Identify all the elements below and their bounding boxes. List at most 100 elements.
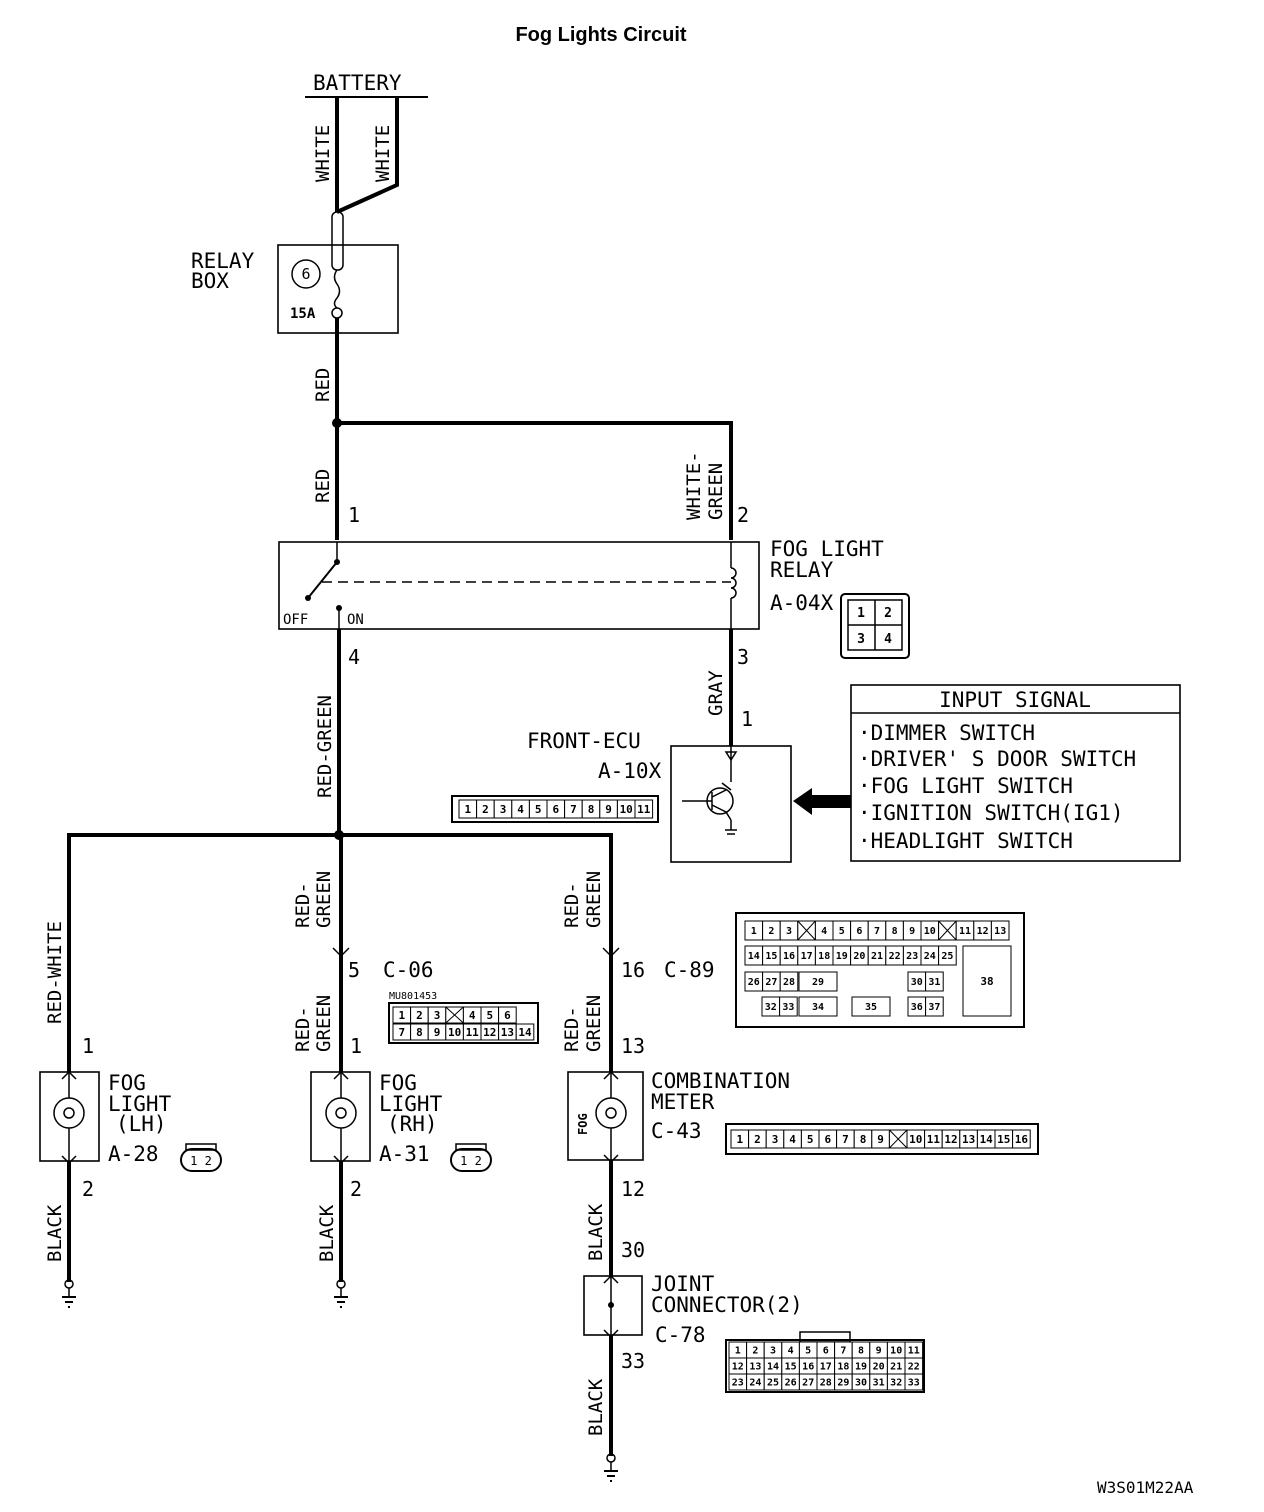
c89-pin-label: 22 [889,951,901,962]
relay-pin-4: 4 [348,645,360,669]
c43-pin-label: 12 [944,1133,957,1146]
relay-pin-2: 2 [737,503,749,527]
c43-blank-cell [889,1129,908,1149]
c43-pin-label: 3 [772,1133,779,1146]
c43-pin-label: 13 [962,1133,975,1146]
c78-pin-label: 14 [767,1362,779,1373]
c06-pin: 5 [348,958,360,982]
fog-rh-label-1: FOG [379,1071,417,1095]
c89-pin-label: 5 [839,926,845,937]
battery-wire-left: WHITE [312,125,334,182]
c89-blank-cell [938,920,957,941]
battery: BATTERY WHITE WHITE [305,71,428,214]
c89-pin-label: 33 [782,1002,794,1013]
c89-cell [798,971,838,992]
a28-plug-icon: 1 2 [180,1143,222,1172]
c43-pin-label: 15 [997,1133,1010,1146]
c06-pin-label: 14 [518,1026,532,1039]
c89-pin-label: 3 [786,926,792,937]
svg-text:RED-: RED- [292,1006,314,1052]
a10x-pin-label: 2 [482,803,489,816]
c78-pin-label: 6 [823,1346,829,1357]
c78-pin-label: 8 [858,1346,864,1357]
joint-pin-out: 33 [621,1349,645,1373]
fog-relay-connector-face: 1 2 3 4 [840,593,910,659]
fog-light-lh: FOG LIGHT (LH) A-28 1 2 2 BLACK [39,1071,222,1308]
c06-pin-label: 1 [398,1009,405,1022]
c89-pin-label: 10 [924,926,936,937]
a10x-cell [634,799,654,819]
fog-lh-connector-code: A-28 [108,1142,159,1166]
meter-connector-code: C-43 [651,1119,702,1143]
c89-pin-label: 17 [801,951,813,962]
c43-pin-label: 6 [824,1133,831,1146]
battery-wire-right: WHITE [372,125,394,182]
c89-pin-label: 25 [941,951,953,962]
c89-pin-label: 9 [909,926,915,937]
c78-pin-label: 29 [837,1378,849,1389]
a31-plug-icon: 1 2 [450,1143,492,1172]
c78-pin-label: 2 [752,1346,758,1357]
c78-pin-label: 15 [785,1362,797,1373]
c89-pin-label: 13 [994,926,1006,937]
fog-lh-label-3: (LH) [116,1112,167,1136]
input-signal-item: ·DRIVER' S DOOR SWITCH [858,747,1136,771]
meter-fog-lamp-label: FOG [576,1113,590,1135]
svg-text:GREEN: GREEN [313,871,335,928]
ground-icon [334,1279,348,1308]
a10x-pin-label: 8 [588,803,595,816]
c78-pin-label: 32 [890,1378,902,1389]
svg-text:RED-: RED- [292,882,314,928]
c89-pin-label: 38 [980,975,993,988]
c43-pin-label: 9 [877,1133,884,1146]
joint-connector-code: C-78 [655,1323,706,1347]
wire-red-top: RED [312,368,334,402]
relay-pin-1: 1 [348,503,360,527]
wire-red-lower: RED [312,469,334,503]
c06-cell [498,1006,517,1024]
fog-rh-label-2: LIGHT [379,1092,443,1116]
c89-pin-label: 16 [783,951,795,962]
a10x-pin-label: 7 [570,803,577,816]
c89-pin-label: 1 [751,926,757,937]
c89-pin-label: 26 [748,977,760,988]
c89-pin-label: 37 [928,1002,940,1013]
c89-pin-label: 8 [892,926,898,937]
c89-cell [925,996,944,1017]
meter-label-2: METER [651,1090,715,1114]
a10x-pin-label: 11 [637,803,651,816]
c06-pin-label: 6 [504,1009,511,1022]
c43-pin-label: 16 [1015,1133,1029,1146]
c43-pin-label: 14 [980,1133,994,1146]
c06-pin-label: 11 [466,1026,480,1039]
c89-cell [779,971,799,992]
c43-pin-label: 10 [909,1133,922,1146]
c89-pin-label: 4 [821,926,827,937]
meter-pin-out: 12 [621,1177,645,1201]
c06-connector-code: C-06 [383,958,434,982]
c06-pin-label: 4 [469,1009,476,1022]
c89-pin-label: 28 [783,977,795,988]
svg-text:1 2: 1 2 [460,1154,482,1168]
relay-off-label: OFF [283,612,308,628]
relay-box-fuse-rating: 15A [290,306,316,322]
c06-pin-label: 9 [434,1026,441,1039]
c78-pin-label: 27 [802,1378,814,1389]
a10x-pin-label: 5 [535,803,542,816]
c89-pin-label: 34 [812,1002,824,1013]
c89-pin-label: 21 [871,951,883,962]
feed-wires: RED RED WHITE- GREEN 1 2 [312,318,749,540]
fog-light-relay: OFF ON FOG LIGHT RELAY A-04X 1 2 3 4 [278,537,910,659]
c43-pin-label: 2 [754,1133,761,1146]
svg-text:GREEN: GREEN [313,995,335,1052]
c78-pin-label: 11 [908,1346,920,1357]
c06-pin-label: 3 [434,1009,441,1022]
svg-text:GREEN: GREEN [583,995,605,1052]
input-signal-item: ·DIMMER SWITCH [858,721,1035,745]
